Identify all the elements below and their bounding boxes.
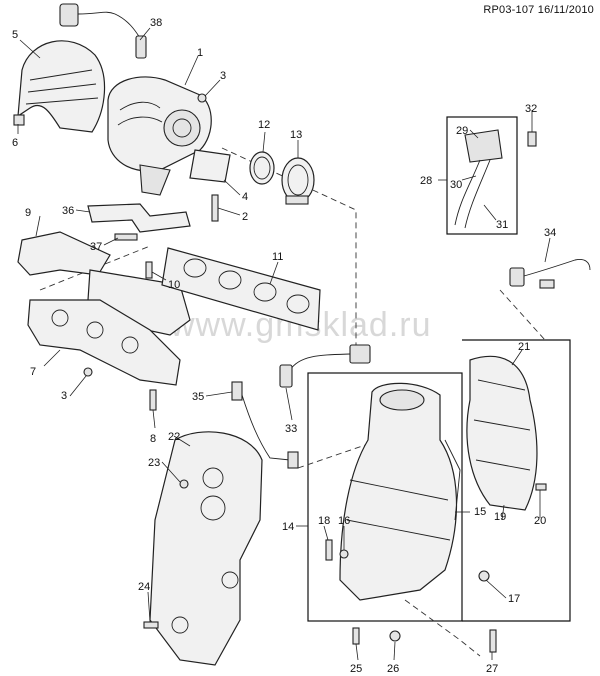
turbo-gasket	[189, 149, 231, 183]
turbocharger	[107, 76, 212, 196]
callout-20: 20	[534, 515, 546, 527]
alignment-line-4	[404, 599, 481, 657]
callout-38: 38	[150, 17, 162, 29]
egr-pipe	[454, 129, 503, 229]
heat-shield-assembly-box	[462, 339, 571, 622]
callout-27: 27	[486, 663, 498, 675]
callout-3-upper: 3	[220, 70, 226, 82]
callout-7: 7	[30, 366, 36, 378]
manifold-gasket	[161, 247, 321, 331]
callout-12: 12	[258, 119, 270, 131]
stud	[211, 194, 219, 222]
callout-31: 31	[496, 219, 508, 231]
callout-24: 24	[138, 581, 150, 593]
callout-labels: 1 2 3 3 4 5 6 7 8 9 10 11 12 13 14 15 16…	[12, 17, 556, 675]
nut-17	[478, 570, 490, 582]
bolt-32	[527, 131, 537, 147]
callout-21: 21	[518, 341, 530, 353]
callout-11: 11	[272, 251, 283, 263]
converter-heat-shield	[466, 355, 538, 511]
turbo-bracket	[87, 203, 191, 233]
callout-35: 35	[192, 391, 204, 403]
callout-16: 16	[338, 515, 350, 527]
exhaust-manifold	[27, 299, 181, 386]
callout-3-lower: 3	[61, 390, 67, 402]
callout-9: 9	[25, 207, 31, 219]
callout-15: 15	[474, 506, 486, 518]
manifold-upper-shield	[17, 231, 111, 276]
callout-18: 18	[318, 515, 330, 527]
bolt-10	[145, 261, 153, 279]
callout-25: 25	[350, 663, 362, 675]
bolt-24	[143, 621, 159, 629]
callout-10: 10	[168, 279, 180, 291]
nut-16	[339, 549, 349, 559]
callout-34: 34	[544, 227, 556, 239]
callout-14: 14	[282, 521, 294, 533]
callout-19: 19	[494, 511, 506, 523]
callout-28: 28	[420, 175, 432, 187]
callout-5: 5	[12, 29, 18, 41]
oxygen-sensor-upper	[59, 3, 147, 59]
pipe-assembly-box	[446, 116, 518, 235]
bolt-37	[114, 233, 138, 241]
callout-33: 33	[285, 423, 297, 435]
alignment-line-1	[221, 147, 357, 356]
lower-heat-shield	[149, 431, 263, 666]
catalytic-converter-assembly-box	[307, 372, 463, 622]
callout-13: 13	[290, 129, 302, 141]
callout-29: 29	[456, 125, 468, 137]
nut-3-lower	[83, 367, 93, 377]
callout-1: 1	[197, 47, 203, 59]
nut-23	[179, 479, 189, 489]
callout-8: 8	[150, 433, 156, 445]
bolt-18	[325, 539, 333, 561]
bolt-20	[535, 483, 547, 491]
drawing-reference: RP03-107 16/11/2010	[483, 4, 594, 16]
callout-30: 30	[450, 179, 462, 191]
v-band-clamp	[281, 157, 315, 205]
catalytic-converter	[339, 382, 461, 601]
bolt-8	[149, 389, 157, 411]
callout-37: 37	[90, 241, 102, 253]
oxygen-sensor-lower	[231, 344, 371, 469]
alignment-line-2	[39, 245, 151, 291]
callout-22: 22	[168, 431, 180, 443]
turbo-heat-shield	[17, 40, 106, 133]
sensor-34	[509, 259, 591, 289]
callout-23: 23	[148, 457, 160, 469]
callout-6: 6	[12, 137, 18, 149]
leader-lines	[17, 27, 551, 661]
bolt-6	[13, 114, 25, 126]
callout-4: 4	[242, 191, 248, 203]
nut-26	[389, 630, 401, 642]
alignment-line-5	[499, 289, 546, 341]
bolt-25	[352, 627, 360, 645]
callout-26: 26	[387, 663, 399, 675]
callout-17: 17	[508, 593, 520, 605]
callout-2: 2	[242, 211, 248, 223]
nut-3-upper	[197, 93, 207, 103]
callout-36: 36	[62, 205, 74, 217]
bolt-27	[489, 629, 497, 653]
callout-32: 32	[525, 103, 537, 115]
